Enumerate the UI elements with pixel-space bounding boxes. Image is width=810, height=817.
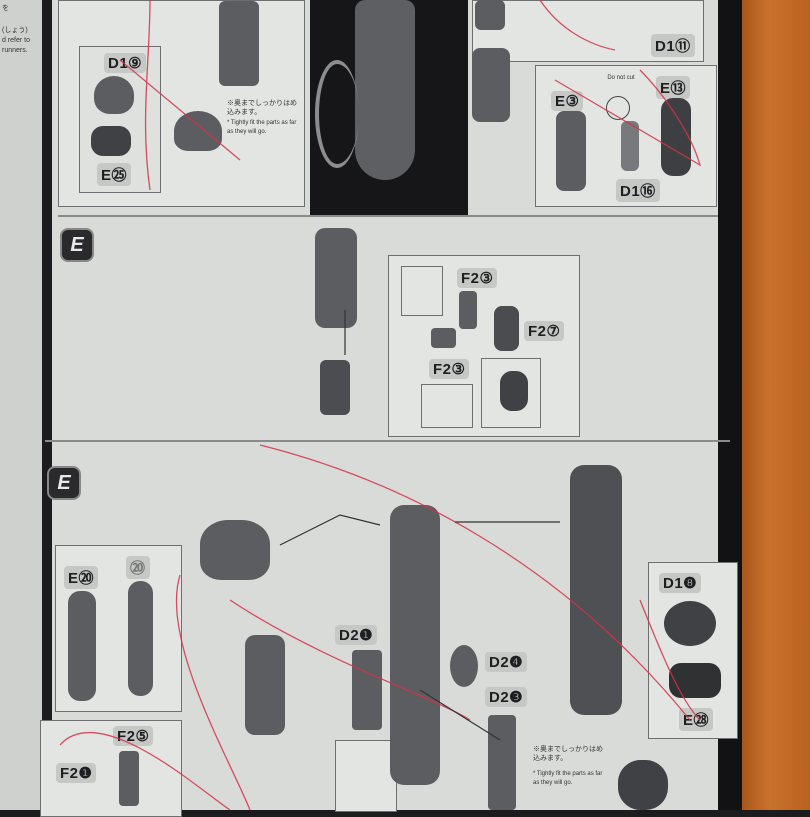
shin-part [556,111,586,191]
sub-panel-thigh: E⑳ ⑳ [55,545,182,712]
leg-part [475,0,505,30]
sub-panel-joint: F2③ F2⑦ F2③ [388,255,580,437]
thigh-part [68,591,96,701]
step-badge: E [60,228,94,262]
part-label: D2❸ [485,687,528,707]
part-label: E㉘ [679,708,714,731]
part-label: E㉕ [97,163,132,186]
part-label: D1❽ [659,573,702,593]
leg-photo [355,0,415,180]
foot-part [174,111,222,151]
part-label: ⑳ [126,556,150,579]
detail-box [481,358,541,428]
part-label: D2❹ [485,652,528,672]
arrow-line [279,514,381,546]
divider [58,215,718,217]
note-jp: ※奥までしっかりはめ込みます。 [533,746,603,762]
panel-foot-assembly: D1⑨ E㉕ ※奥までしっかりはめ込みます。 * Tightly fit the… [58,0,305,207]
lower-leg-part [245,635,285,735]
thigh-part [128,581,153,696]
red-guide-line [259,444,691,721]
red-guide-line [59,731,231,810]
fragment-text: (しょう) [2,27,28,34]
crossed-circle-icon [606,96,630,120]
foot-part [618,760,668,810]
part-label: F2③ [457,268,498,288]
part-label: F2③ [429,359,470,379]
fragment-text: runners. [2,47,28,54]
leg-part [315,228,357,328]
fragment-text: d refer to [2,37,31,44]
adjacent-page: を (しょう) d refer to runners. [0,0,42,810]
leg-part [219,1,259,86]
part-label: D1⑪ [651,34,695,57]
inner-frame-part [621,121,639,171]
red-guide-line [144,0,151,191]
knee-cap-part [450,645,478,687]
joint-part [500,371,528,411]
note-en: * Tightly fit the parts as far as they w… [533,771,603,786]
red-guide-line [229,599,471,721]
red-guide-line [119,59,241,161]
calf-part [488,715,516,810]
part-label: E⑬ [656,76,691,99]
full-leg-assembly [570,465,622,715]
part-label: D1⑯ [616,179,660,202]
sole-part [91,126,131,156]
peg-part [459,291,477,329]
red-guide-line [175,574,251,810]
fragment-text: を [2,5,9,12]
step-badge: E [47,466,81,500]
red-guide-line [554,69,702,167]
reference-photo [310,0,468,215]
block-part [431,328,456,348]
do-not-cut-note: Do not cut [607,75,635,81]
panel-knee: D1⑪ [472,0,704,62]
joint-part [494,306,519,351]
part-label: E③ [551,91,584,111]
frame-part [352,650,382,730]
detail-box [421,384,473,428]
divider [45,440,730,442]
shin-part [472,48,510,122]
foot-part [664,601,716,646]
red-guide-line [539,0,616,51]
sub-panel-shin: E③ E⑬ D1⑯ Do not cut [535,65,717,207]
knee-joint-part [320,360,350,415]
knee-armor-part [200,520,270,580]
joint-part [119,751,139,806]
note-jp: ※奥までしっかりはめ込みます。 [227,100,297,116]
leg-assembly [390,505,440,785]
sole-part [669,663,721,698]
note-en: * Tightly fit the parts as far as they w… [227,120,297,135]
detail-box [401,266,443,316]
red-guide-line [639,599,701,721]
part-label: E⑳ [64,566,99,589]
part-label: F2⑦ [524,321,565,341]
arrow-line [419,689,501,741]
part-label: F2❶ [56,763,97,783]
shin-part [661,98,691,176]
part-label: D2❶ [335,625,378,645]
sub-panel-foot: D1❽ E㉘ [648,562,738,739]
wood-table [742,0,810,810]
decor-arc [315,60,359,168]
foot-part [94,76,134,114]
